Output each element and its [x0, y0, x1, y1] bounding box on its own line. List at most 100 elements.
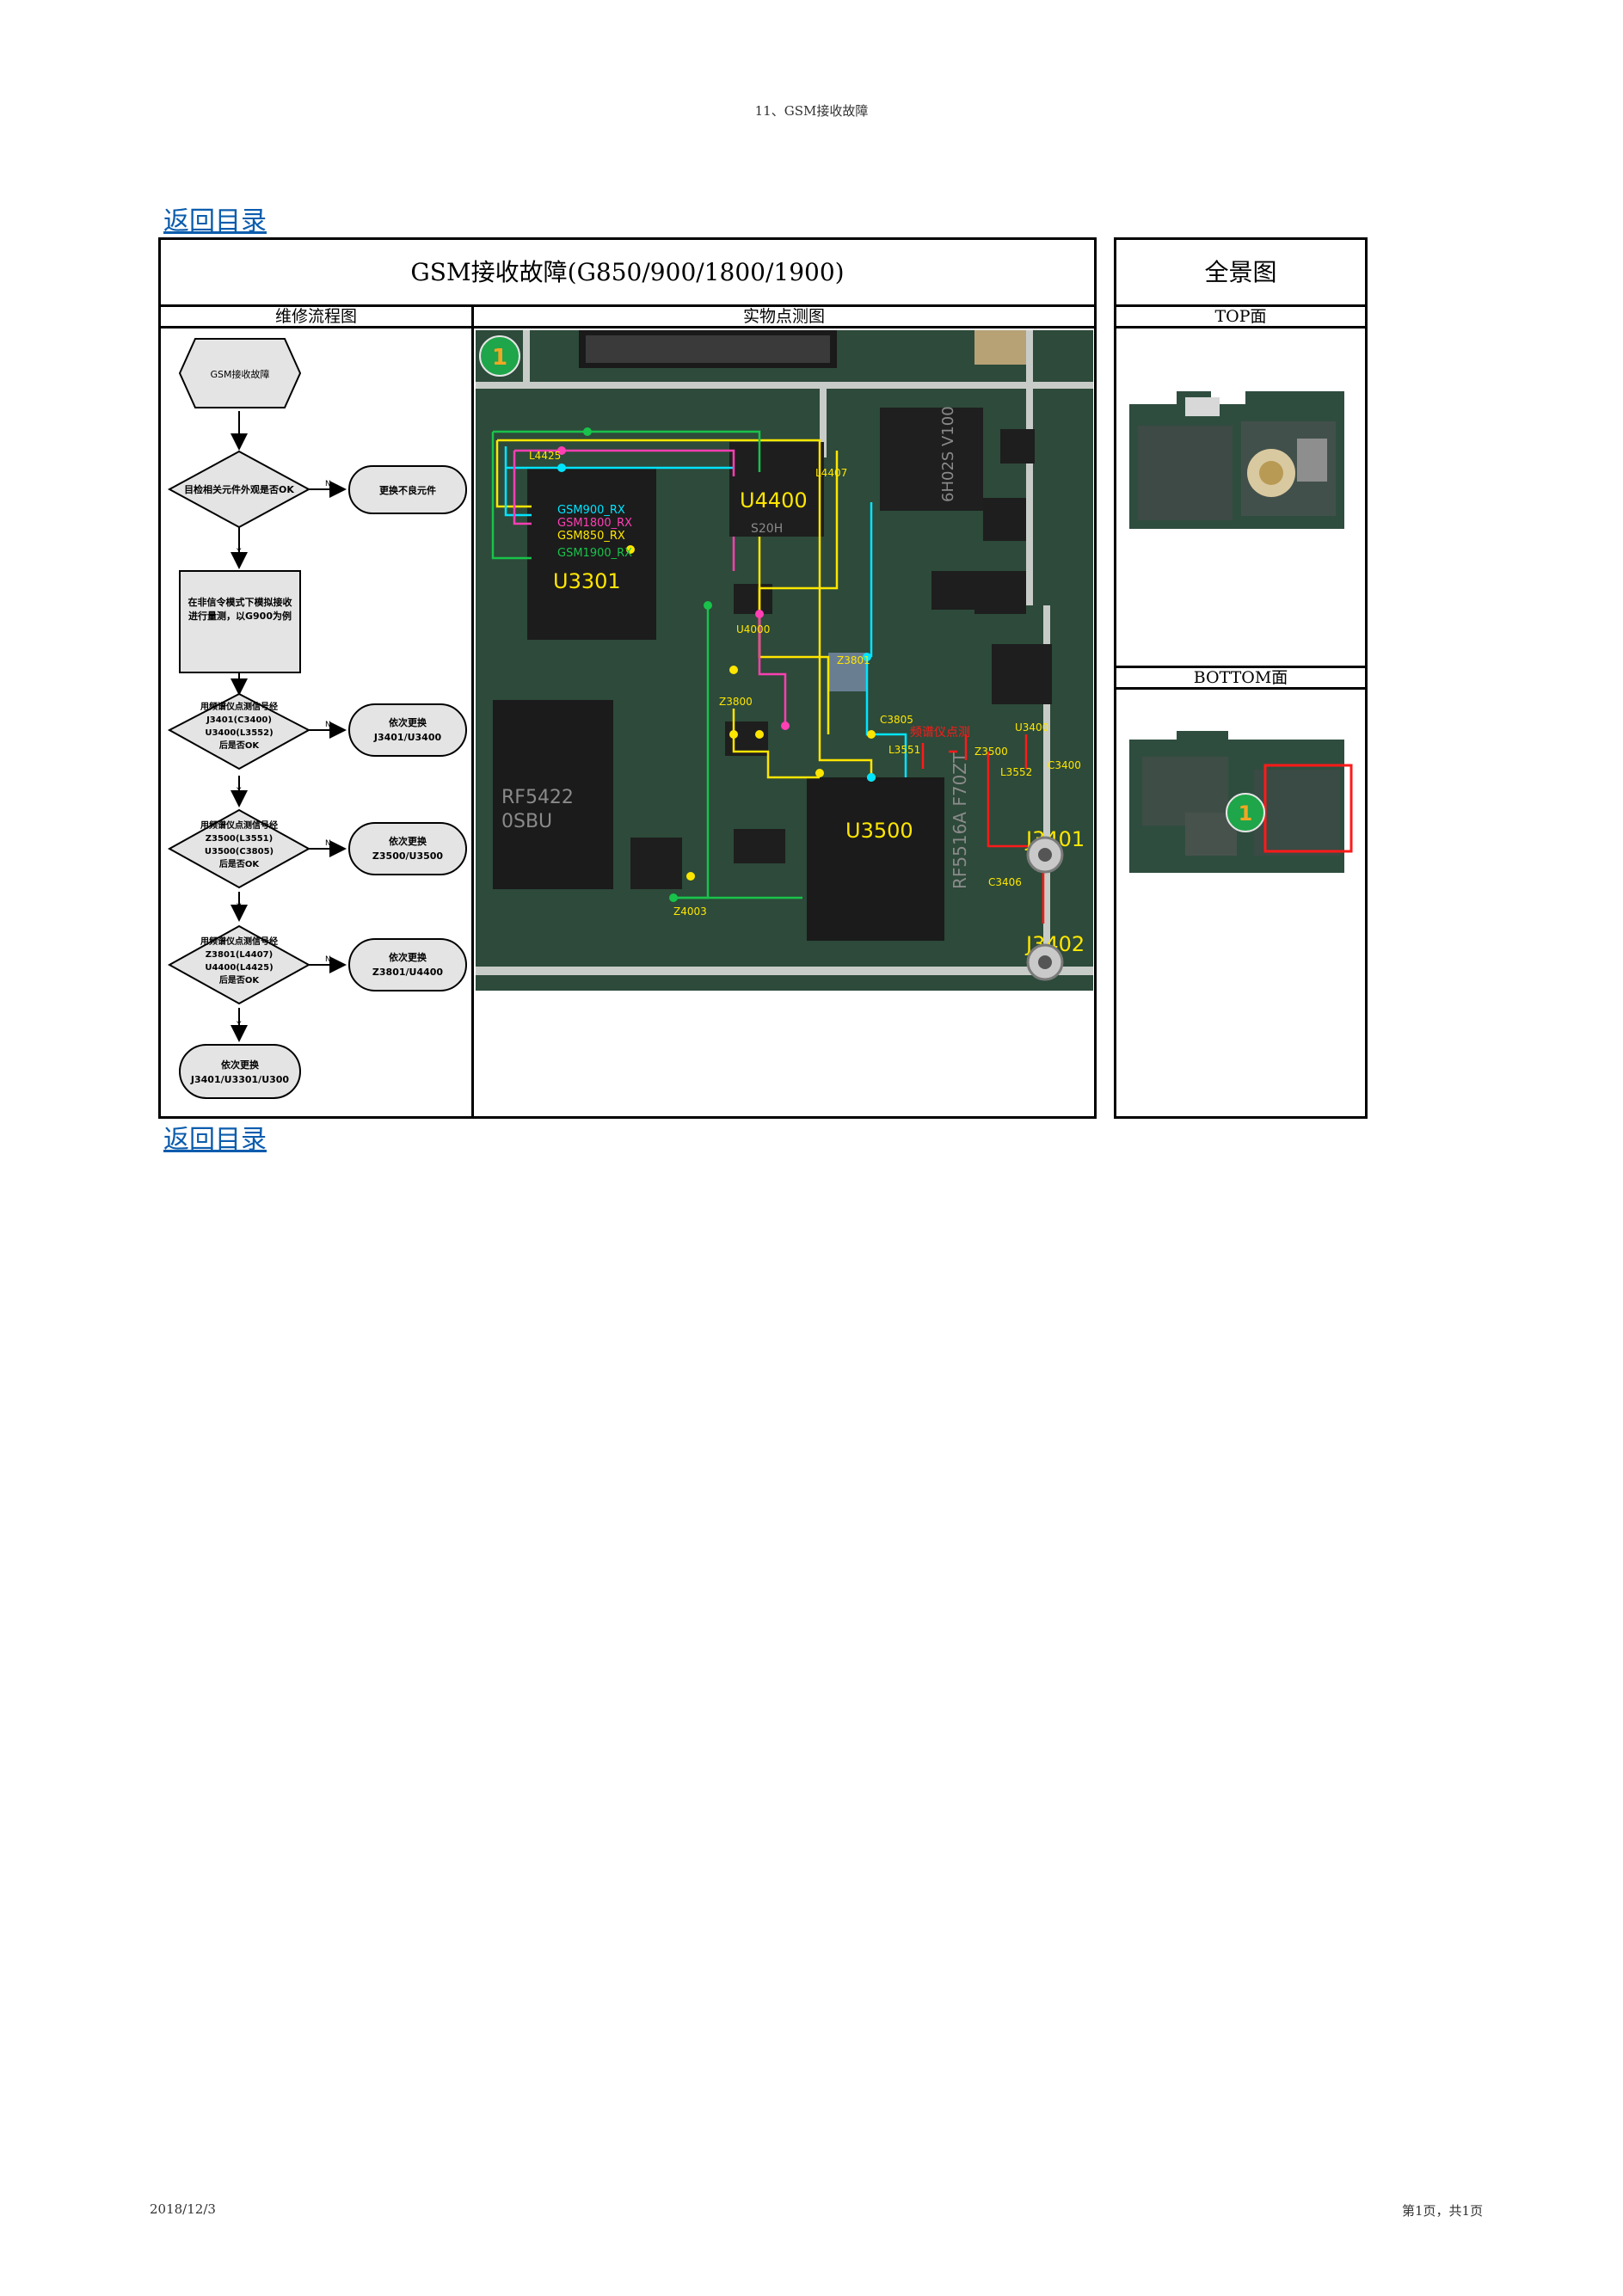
label-u3301: U3301: [553, 569, 621, 593]
annotation-spectrum-test: 频谱仪点测: [910, 726, 970, 740]
flow-action-1: [348, 465, 467, 514]
label-u4400: U4400: [740, 488, 808, 513]
flow-decision-4: [167, 924, 311, 1005]
bottom-label: BOTTOM面: [1193, 668, 1288, 687]
flow-action-1-text: 更换不良元件: [379, 484, 436, 496]
back-to-index-link-top[interactable]: 返回目录: [163, 206, 267, 236]
flow-decision-2: [167, 692, 311, 770]
label-c3805: C3805: [880, 714, 913, 726]
yes-label: Y: [236, 548, 242, 556]
sheet-title: 11、GSM接收故障: [754, 103, 869, 119]
flow-action-4-line-1: 依次更换: [389, 951, 427, 963]
flow-action-4: [348, 938, 467, 991]
flow-action-2: [348, 703, 467, 757]
main-title: GSM接收故障(G850/900/1800/1900): [410, 258, 845, 286]
flow-decision-2-line-2: J3401(C3400): [206, 715, 272, 725]
label-gsm1800-rx: GSM1800_RX: [557, 517, 632, 530]
back-to-index-link-bottom[interactable]: 返回目录: [163, 1125, 267, 1155]
label-z3500: Z3500: [974, 746, 1008, 758]
photo-header-cell: 实物点测图: [471, 304, 1097, 328]
flow-process-line-1: 在非信令模式下模拟接收: [188, 596, 292, 608]
flow-decision-3-line-1: 用频谱仪点测信号经: [200, 820, 278, 831]
overview-title-cell: 全景图: [1114, 237, 1368, 307]
highlight-area-box: [1263, 764, 1353, 853]
photo-cell: [471, 326, 1097, 1119]
label-u4000: U4000: [736, 623, 770, 635]
label-gsm850-rx: GSM850_RX: [557, 530, 625, 543]
photo-header: 实物点测图: [742, 307, 825, 326]
flow-decision-2-line-1: 用频谱仪点测信号经: [200, 701, 278, 712]
flow-process-line-2: 进行量测，以G900为例: [188, 610, 292, 622]
bottom-header-cell: BOTTOM面: [1114, 666, 1368, 690]
label-c3400: C3400: [1048, 759, 1081, 771]
flow-end-line-2: J3401/U3301/U300: [190, 1074, 290, 1085]
label-z3800: Z3800: [719, 696, 753, 708]
flow-action-2-line-2: J3401/U3400: [373, 732, 442, 743]
top-label: TOP面: [1214, 307, 1267, 326]
flow-start-text: GSM接收故障: [211, 368, 270, 380]
footer-page: 第1页，共1页: [1402, 2203, 1484, 2219]
label-u3400: U3400: [1015, 721, 1048, 734]
chip-marking-rf5516a: RF5516A F70ZT: [950, 752, 970, 889]
flow-decision-2-line-4: 后是否OK: [219, 740, 261, 751]
chip-u3500: [807, 777, 944, 941]
bottom-side-board-photo: 1: [1129, 731, 1353, 873]
chip-marking-rf5422: RF5422: [501, 787, 574, 808]
flow-decision-1: [167, 450, 311, 529]
flow-end-node: [179, 1044, 301, 1099]
overview-title: 全景图: [1204, 258, 1277, 286]
label-gsm1900-rx: GSM1900_RX: [557, 547, 632, 560]
no-label: N: [325, 955, 331, 964]
flow-action-3: [348, 822, 467, 875]
flow-decision-4-line-1: 用频谱仪点测信号经: [200, 936, 278, 947]
flow-action-3-line-1: 依次更换: [389, 835, 427, 847]
label-z4003: Z4003: [673, 906, 707, 918]
label-l3552: L3552: [1000, 766, 1032, 778]
flow-start-node: [178, 338, 302, 408]
label-c3406: C3406: [988, 876, 1022, 888]
flow-decision-4-line-4: 后是否OK: [219, 974, 261, 985]
chip-marking-s20h: S20H: [751, 522, 783, 536]
no-label: N: [325, 721, 331, 729]
flow-decision-1-text: 目检相关元件外观是否OK: [184, 483, 294, 495]
label-z3801: Z3801: [837, 654, 870, 666]
flow-process-1: [179, 570, 301, 673]
flow-header: 维修流程图: [274, 307, 357, 326]
location-marker-text: 1: [492, 345, 507, 371]
repair-flowchart: GSM接收故障 目检相关元件外观是否OK N Y 更换不良元件 在非信令模式下模…: [167, 338, 467, 1099]
overview-marker-1: [1226, 793, 1265, 832]
top-side-board-photo: [1129, 391, 1344, 529]
label-gsm900-rx: GSM900_RX: [557, 504, 625, 517]
flow-end-line-1: 依次更换: [221, 1059, 260, 1071]
label-u3500: U3500: [845, 819, 913, 843]
flow-decision-2-line-3: U3400(L3552): [205, 728, 273, 738]
flow-action-4-line-2: Z3801/U4400: [372, 967, 444, 978]
no-label: N: [325, 839, 331, 848]
flow-header-cell: 维修流程图: [158, 304, 474, 328]
bottom-photo-cell: [1114, 687, 1368, 1119]
no-label: N: [325, 480, 331, 488]
label-l3551: L3551: [888, 744, 920, 756]
yes-label: Y: [236, 787, 242, 795]
board-test-point-photo: RF5422 0SBU 6H02S V100 RF5516A F70ZT S20…: [476, 330, 1093, 991]
flow-decision-4-line-2: Z3801(L4407): [206, 950, 273, 960]
flow-action-3-line-2: Z3500/U3500: [372, 850, 444, 862]
label-l4407: L4407: [815, 467, 847, 479]
label-l4425: L4425: [529, 450, 561, 462]
chip-rf5422: [493, 700, 613, 889]
chip-marking-6h02s: 6H02S V100: [939, 406, 957, 502]
flow-action-2-line-1: 依次更换: [389, 716, 427, 728]
yes-label: Y: [236, 1021, 242, 1029]
footer-date: 2018/12/3: [150, 2201, 216, 2217]
yes-label: Y: [236, 903, 242, 912]
chip-u4400: [729, 442, 824, 537]
flow-decision-3-line-3: U3500(C3805): [205, 847, 274, 856]
overview-marker-text: 1: [1239, 801, 1253, 826]
flow-decision-3-line-2: Z3500(L3551): [206, 834, 273, 844]
chip-u3301: [527, 468, 656, 640]
chip-6h02s: [880, 408, 983, 511]
flow-decision-3: [167, 808, 311, 889]
flow-decision-3-line-4: 后是否OK: [219, 858, 261, 869]
location-marker-1: [479, 335, 520, 377]
flow-decision-4-line-3: U4400(L4425): [205, 963, 273, 973]
